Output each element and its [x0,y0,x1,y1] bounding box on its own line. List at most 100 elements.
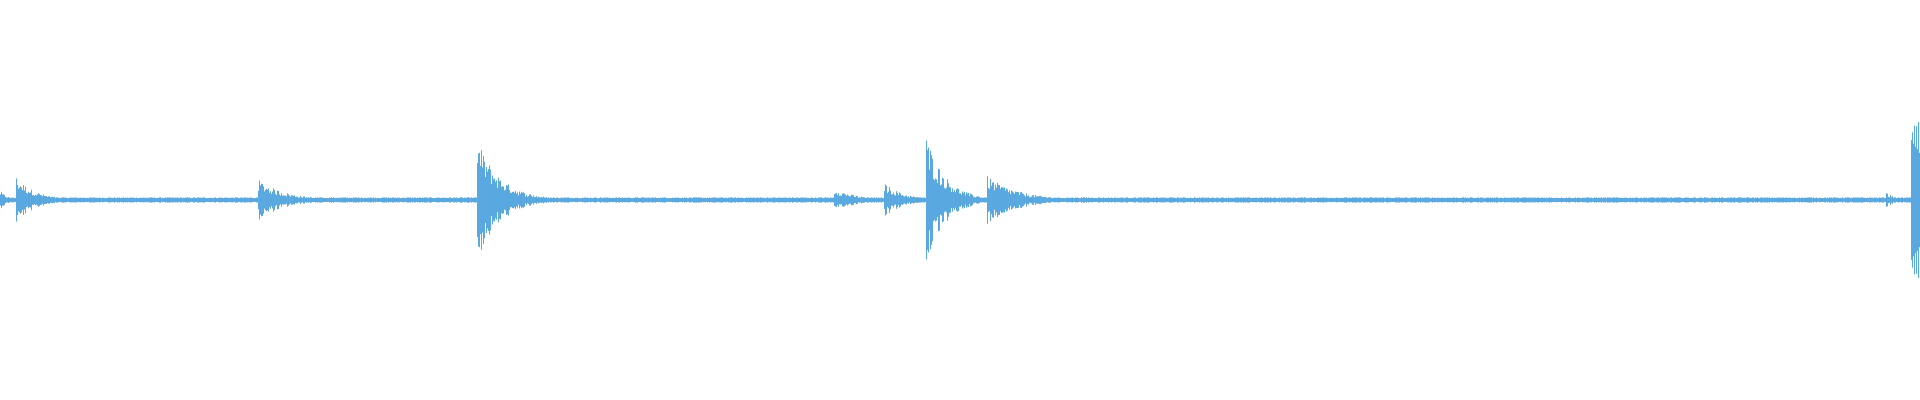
waveform-sample [1859,197,1860,203]
waveform-sample [174,197,175,203]
waveform-sample [1197,197,1198,203]
waveform-sample [411,198,412,202]
waveform-sample [117,197,118,203]
waveform-sample [398,197,399,203]
waveform-sample [57,197,58,203]
waveform-sample [848,195,849,205]
waveform-sample [243,197,244,203]
waveform-sample [445,197,446,203]
waveform-sample [281,193,282,207]
waveform-sample [116,198,117,202]
waveform-sample [793,197,794,203]
waveform-sample [260,185,261,215]
waveform-sample [651,197,652,203]
waveform-sample [813,197,814,203]
waveform-sample [830,197,831,203]
waveform-sample [188,197,189,203]
waveform-sample [437,197,438,203]
waveform-sample [908,196,909,204]
waveform-sample [833,197,834,203]
waveform-sample [811,197,812,203]
waveform-sample [1090,197,1091,203]
waveform-sample [1674,197,1675,203]
waveform-sample [1447,197,1448,203]
waveform-sample [598,198,599,202]
waveform-sample [1309,197,1310,203]
waveform-sample [1611,198,1612,202]
waveform-sample [822,197,823,203]
waveform-sample [637,197,638,203]
waveform-sample [145,197,146,203]
waveform-sample [1759,198,1760,202]
waveform-sample [400,198,401,202]
waveform-sample [549,198,550,202]
waveform-sample [352,198,353,202]
waveform-sample [1141,197,1142,203]
waveform-sample [547,198,548,202]
waveform-sample [667,198,668,202]
waveform-sample [1047,197,1048,203]
waveform-sample [371,197,372,203]
waveform-sample [639,198,640,202]
waveform-sample [1542,197,1543,203]
waveform-sample [565,197,566,203]
waveform-sample [42,196,43,204]
waveform-sample [849,196,850,204]
waveform-sample [880,197,881,203]
waveform-sample [1650,197,1651,203]
waveform-sample [1491,197,1492,203]
waveform-sample [91,197,92,203]
waveform-sample [1274,197,1275,203]
waveform-sample [1585,197,1586,203]
waveform-sample [1672,198,1673,202]
waveform-sample [1164,197,1165,203]
waveform-sample [939,169,940,231]
waveform-sample [446,197,447,203]
waveform-sample [1737,197,1738,203]
waveform-sample [874,197,875,203]
waveform-sample [75,197,76,203]
waveform-sample [1394,197,1395,203]
waveform-sample [1722,197,1723,203]
waveform-sample [1157,197,1158,203]
waveform-sample [323,197,324,203]
waveform-sample [1097,198,1098,202]
waveform-sample [382,197,383,203]
waveform-sample [1715,197,1716,203]
waveform-sample [809,198,810,202]
waveform-sample [727,198,728,202]
waveform-sample [1134,197,1135,203]
waveform-sample [543,196,544,204]
waveform-sample [726,197,727,203]
waveform-sample [1440,197,1441,203]
waveform-sample [760,197,761,203]
waveform-sample [1086,197,1087,203]
waveform-sample [769,198,770,202]
waveform-sample [1614,197,1615,203]
waveform-sample [1573,197,1574,203]
waveform-sample [1322,197,1323,203]
waveform-sample [1103,197,1104,203]
waveform-sample [1356,197,1357,203]
waveform-sample [912,197,913,203]
waveform-sample [1708,198,1709,202]
waveform-sample [1161,197,1162,203]
waveform-sample [1224,198,1225,202]
waveform-sample [1220,198,1221,202]
waveform-sample [782,197,783,203]
waveform-sample [721,197,722,203]
waveform-sample [528,196,529,204]
waveform-sample [454,197,455,203]
waveform-sample [1255,197,1256,203]
waveform-sample [980,197,981,203]
waveform-sample [73,197,74,203]
waveform-sample [207,198,208,202]
waveform-sample [674,197,675,203]
waveform-sample [6,197,7,203]
waveform-sample [1190,197,1191,203]
waveform-sample [1428,197,1429,203]
waveform-sample [1483,198,1484,202]
waveform-sample [1246,197,1247,203]
waveform-sample [132,197,133,203]
waveform-sample [554,197,555,203]
